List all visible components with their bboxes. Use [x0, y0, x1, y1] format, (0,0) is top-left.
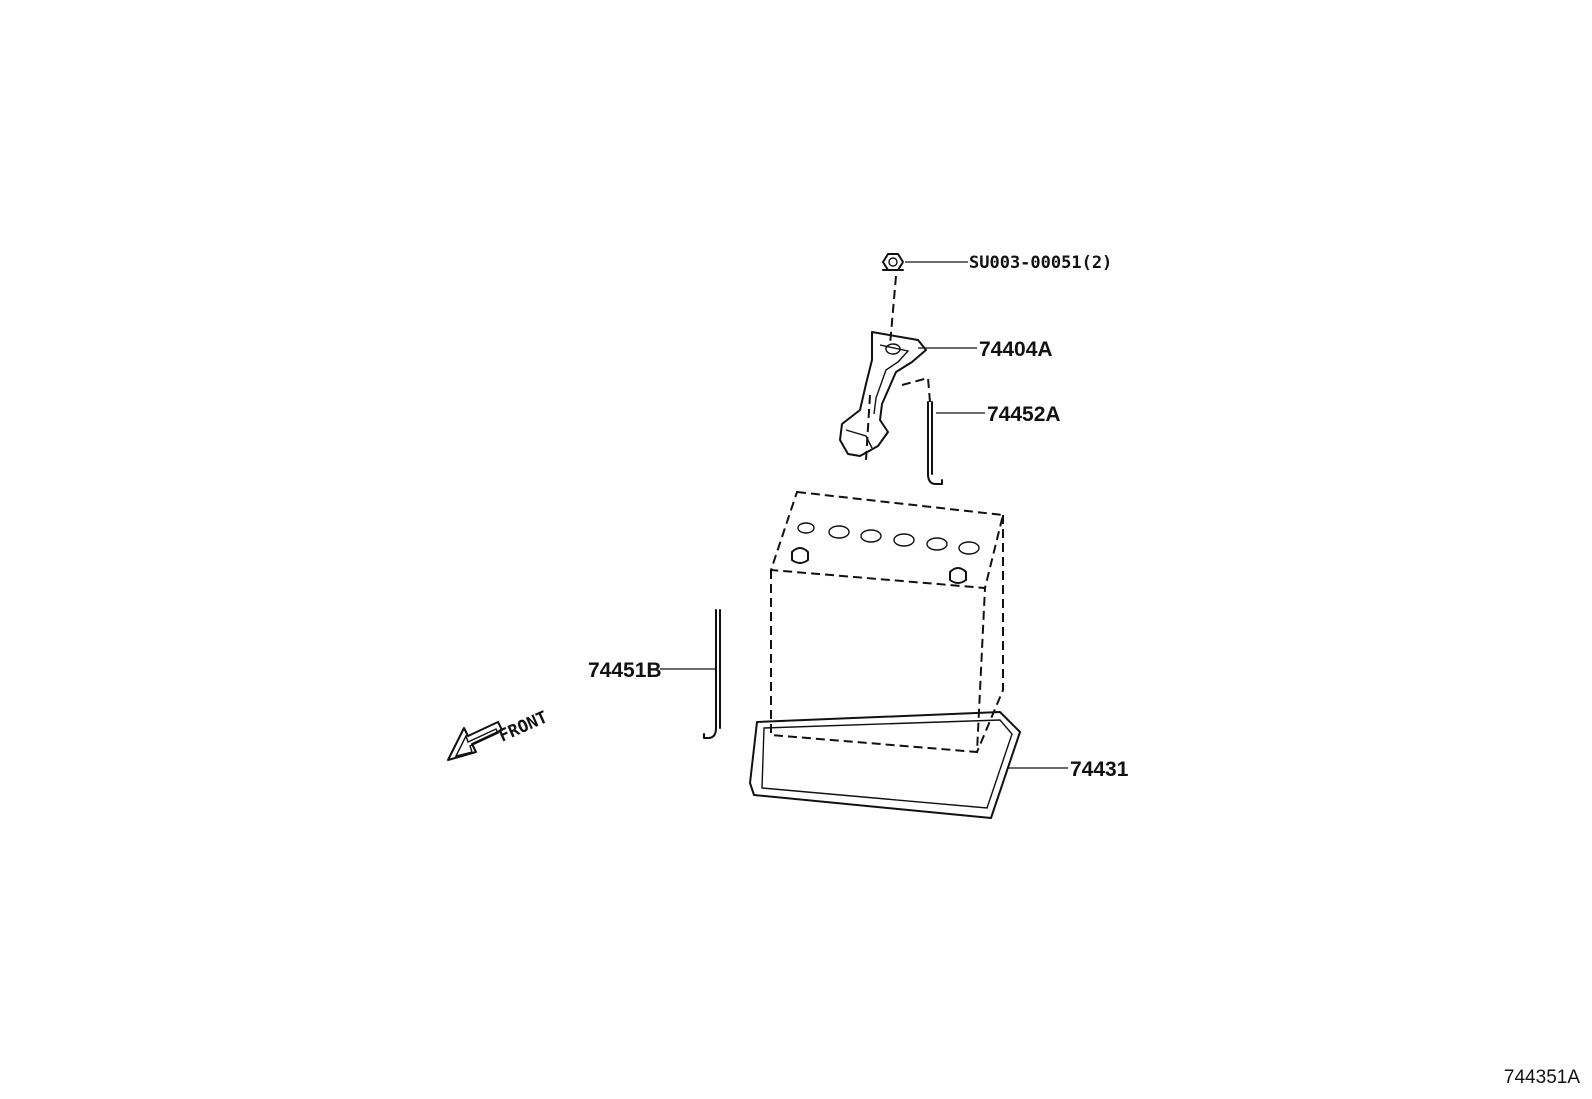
callout-rod-left[interactable]: 74451B: [588, 659, 662, 682]
diagram-id: 744351A: [1503, 1067, 1580, 1088]
battery-clamp[interactable]: [839, 331, 927, 457]
callout-tray[interactable]: 74431: [1070, 758, 1129, 781]
clamp-rod-right[interactable]: [927, 401, 943, 485]
callout-rod-right[interactable]: 74452A: [987, 403, 1061, 426]
callout-clamp[interactable]: 74404A: [979, 338, 1053, 361]
flange-nut[interactable]: [882, 253, 904, 271]
clamp-rod-left[interactable]: [703, 609, 721, 739]
front-label: FRONT: [496, 707, 551, 746]
callout-nut[interactable]: SU003-00051(2): [969, 253, 1112, 273]
battery-phantom: [769, 490, 1005, 754]
front-direction-arrow: FRONT: [447, 707, 551, 761]
battery-tray[interactable]: [749, 711, 1021, 819]
